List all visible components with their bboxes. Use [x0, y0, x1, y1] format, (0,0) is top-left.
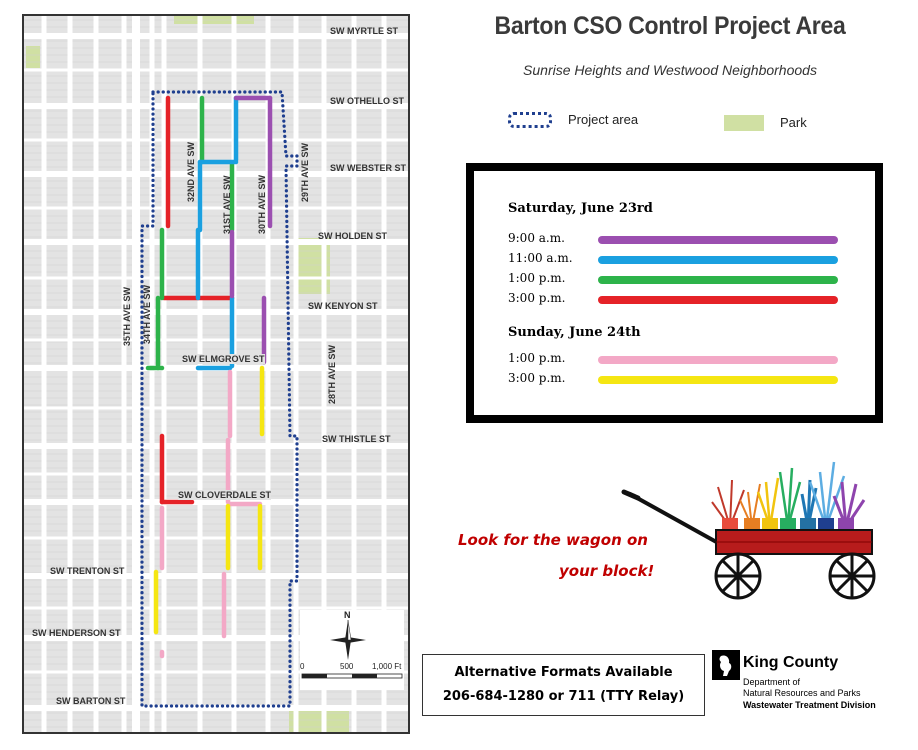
- schedule-row: 1:00 p.m.: [508, 271, 868, 289]
- street-label-barton: SW BARTON ST: [56, 696, 126, 706]
- compass-icon: [301, 619, 403, 679]
- schedule-color-bar: [598, 296, 838, 304]
- street-label-28th: 28TH AVE SW: [327, 344, 337, 404]
- street-label-35th: 35TH AVE SW: [122, 286, 132, 346]
- legend-park-label: Park: [780, 115, 807, 130]
- wagon-tagline-line2: your block!: [559, 562, 655, 580]
- schedule-time: 3:00 p.m.: [508, 291, 566, 305]
- schedule-time: 9:00 a.m.: [508, 231, 565, 245]
- wagon-wheel-icon: [714, 552, 876, 600]
- street-label-kenyon: SW KENYON ST: [308, 301, 378, 311]
- schedule-row: 9:00 a.m.: [508, 231, 868, 249]
- schedule-time: 1:00 p.m.: [508, 351, 566, 365]
- schedule-color-bar: [598, 376, 838, 384]
- street-label-henderson: SW HENDERSON ST: [32, 628, 121, 638]
- street-label-cloverdale: SW CLOVERDALE ST: [178, 490, 272, 500]
- street-label-othello: SW OTHELLO ST: [330, 96, 404, 106]
- schedule-row: 3:00 p.m.: [508, 371, 868, 389]
- schedule-color-bar: [598, 256, 838, 264]
- king-county-dept1: Department of: [743, 677, 801, 687]
- schedule-color-bar: [598, 356, 838, 364]
- legend-project-area-label: Project area: [568, 112, 639, 127]
- schedule-color-bar: [598, 236, 838, 244]
- alt-formats-phone: 206-684-1280 or 711 (TTY Relay): [442, 689, 685, 704]
- alternative-formats-box: Alternative Formats Available 206-684-12…: [422, 654, 705, 716]
- saturday-title: Saturday, June 23rd: [508, 201, 653, 216]
- schedule-color-bar: [598, 276, 838, 284]
- scale-mid: 500: [340, 662, 354, 671]
- street-label-31st: 31ST AVE SW: [222, 175, 232, 234]
- scale-end: 1,000 Ft: [372, 662, 402, 671]
- street-label-holden: SW HOLDEN ST: [318, 231, 387, 241]
- street-label-32nd: 32ND AVE SW: [186, 141, 196, 202]
- street-label-34th: 34TH AVE SW: [142, 284, 152, 344]
- street-label-elmgrove: SW ELMGROVE ST: [182, 354, 265, 364]
- king-county-division: Wastewater Treatment Division: [743, 700, 876, 710]
- wagon-tagline-line1: Look for the wagon on: [458, 531, 648, 549]
- sunday-title: Sunday, June 24th: [508, 325, 641, 340]
- scale-zero: 0: [300, 662, 305, 671]
- park-area: [26, 46, 40, 68]
- legend-project-area-swatch: [508, 112, 552, 128]
- street-label-30th: 30TH AVE SW: [257, 174, 267, 234]
- king-county-name: King County: [743, 654, 839, 671]
- schedule-panel: Saturday, June 23rd 9:00 a.m. 11:00 a.m.…: [466, 163, 883, 423]
- scale-bar: N 0 500 1,000 Ft: [300, 610, 404, 690]
- schedule-time: 1:00 p.m.: [508, 271, 566, 285]
- schedule-row: 3:00 p.m.: [508, 291, 868, 309]
- schedule-time: 3:00 p.m.: [508, 371, 566, 385]
- page-subtitle: Sunrise Heights and Westwood Neighborhoo…: [523, 62, 817, 78]
- street-label-myrtle: SW MYRTLE ST: [330, 26, 398, 36]
- street-label-webster: SW WEBSTER ST: [330, 163, 406, 173]
- plants-icon: [711, 461, 866, 530]
- wagon-illustration: [621, 461, 876, 600]
- street-label-thistle: SW THISTLE ST: [322, 434, 391, 444]
- schedule-row: 11:00 a.m.: [508, 251, 868, 269]
- north-label: N: [344, 610, 351, 620]
- neighborhood-map: SW MYRTLE ST SW OTHELLO ST SW WEBSTER ST…: [22, 14, 410, 734]
- king-county-logo-icon: [712, 650, 740, 680]
- king-county-dept2: Natural Resources and Parks: [743, 688, 861, 698]
- schedule-time: 11:00 a.m.: [508, 251, 573, 265]
- legend-park-swatch: [724, 115, 764, 131]
- schedule-row: 1:00 p.m.: [508, 351, 868, 369]
- street-label-trenton: SW TRENTON ST: [50, 566, 125, 576]
- page-title: Barton CSO Control Project Area: [494, 12, 846, 40]
- alt-formats-title: Alternative Formats Available: [454, 665, 673, 680]
- street-label-29th: 29TH AVE SW: [300, 142, 310, 202]
